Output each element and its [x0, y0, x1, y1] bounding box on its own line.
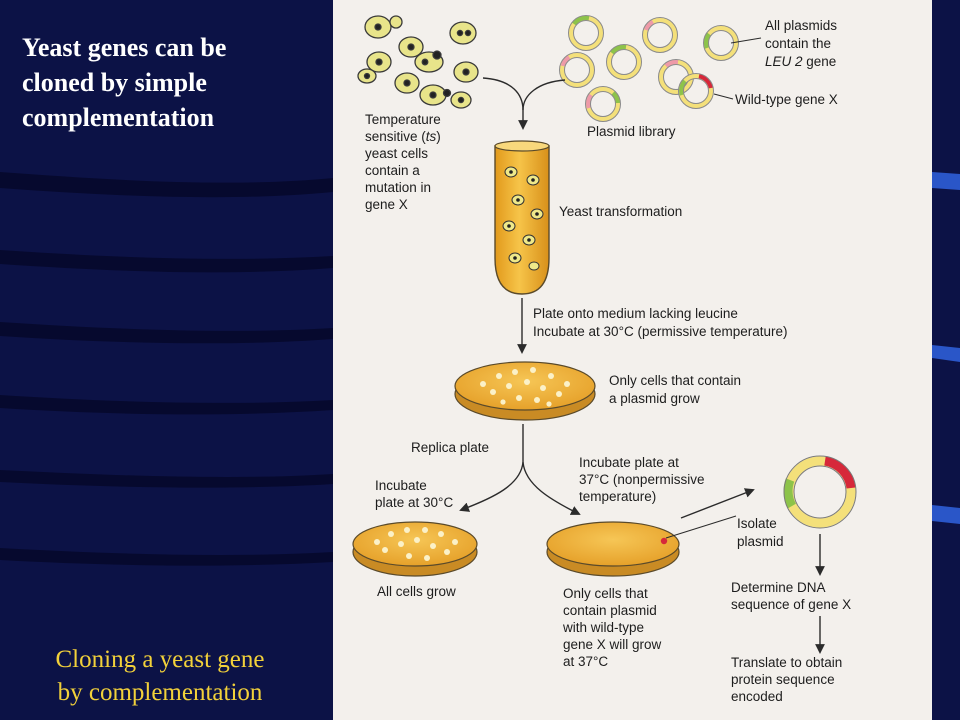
label-incubate30-l2: plate at 30°C — [375, 495, 453, 510]
label-ts-l2: sensitive (ts) — [365, 129, 441, 144]
label-ts-l3: yeast cells — [365, 146, 428, 161]
label-ts-l5: mutation in — [365, 180, 431, 195]
plate-37c — [546, 521, 680, 577]
label-plasmids-l3-italic: LEU 2 — [765, 54, 803, 69]
slide-title: Yeast genes can be cloned by simple comp… — [22, 30, 322, 135]
plasmid — [703, 25, 739, 61]
label-replica: Replica plate — [411, 440, 489, 455]
figure-panel — [333, 0, 932, 720]
background-stripes — [0, 172, 333, 566]
label-plating-l2: Incubate at 30°C (permissive temperature… — [533, 324, 788, 339]
caption-line: Cloning a yeast gene — [55, 646, 265, 673]
label-plasmids-l3-tail: gene — [803, 54, 837, 69]
label-plasmids-l2: contain the — [765, 36, 831, 51]
label-transformation: Yeast transformation — [559, 204, 682, 219]
plasmid — [606, 44, 642, 80]
title-line: Yeast genes can be — [22, 33, 227, 62]
yeast-cell — [394, 72, 420, 94]
plasmid — [559, 52, 595, 88]
label-translate-l1: Translate to obtain — [731, 655, 842, 670]
plasmid — [568, 15, 604, 51]
label-plasmid-library: Plasmid library — [587, 124, 676, 139]
plasmid-wild-type — [678, 73, 714, 109]
yeast-cell — [398, 36, 424, 58]
caption-line: by complementation — [57, 679, 263, 706]
label-all-grow: All cells grow — [377, 584, 456, 599]
label-wildtype-grow-l4: gene X will grow — [563, 637, 662, 652]
converge-arrows — [482, 77, 566, 130]
label-wildtype-grow-l3: with wild-type — [562, 620, 644, 635]
plasmid-library — [559, 15, 739, 122]
plasmid — [642, 17, 678, 53]
master-plate — [454, 361, 596, 421]
title-line: complementation — [22, 103, 215, 132]
wild-type-leader-line — [713, 93, 734, 100]
title-line: cloned by simple — [22, 68, 207, 97]
complementation-diagram: All plasmids contain the LEU 2 gene Wild… — [333, 0, 932, 720]
label-sequence-l1: Determine DNA — [731, 580, 826, 595]
label-ts-l6: gene X — [365, 197, 408, 212]
yeast-cell — [449, 21, 477, 45]
isolated-plasmid — [783, 455, 857, 529]
plasmids-leader-line — [730, 37, 762, 44]
label-ts-l2-head: sensitive ( — [365, 129, 426, 144]
plate-30c — [352, 521, 478, 577]
label-incubate37-l1: Incubate plate at — [579, 455, 679, 470]
label-isolate-l2: plasmid — [737, 534, 784, 549]
label-wild-type: Wild-type gene X — [735, 92, 838, 107]
label-ts-l2-italic: ts — [426, 129, 437, 144]
arrow-to-plasmid — [680, 488, 755, 519]
label-isolate-l1: Isolate — [737, 516, 777, 531]
yeast-cell — [366, 51, 392, 73]
label-incubate37-l3: temperature) — [579, 489, 656, 504]
label-plasmid-grow-l1: Only cells that contain — [609, 373, 741, 388]
label-wildtype-grow-l1: Only cells that — [563, 586, 648, 601]
right-edge-accents — [932, 172, 960, 524]
yeast-cell — [453, 61, 479, 83]
label-ts-l2-tail: ) — [436, 129, 441, 144]
label-wildtype-grow-l2: contain plasmid — [563, 603, 657, 618]
label-plasmids-l1: All plasmids — [765, 18, 837, 33]
label-plasmids-l3: LEU 2 gene — [765, 54, 836, 69]
yeast-cell — [450, 91, 472, 109]
yeast-cell — [364, 15, 403, 39]
test-tube — [494, 140, 550, 295]
colony-leader-line — [665, 515, 737, 539]
slide-caption: Cloning a yeast gene by complementation — [10, 643, 310, 709]
label-translate-l2: protein sequence — [731, 672, 835, 687]
surviving-colony — [660, 537, 668, 545]
label-wildtype-grow-l5: at 37°C — [563, 654, 608, 669]
label-ts-l4: contain a — [365, 163, 420, 178]
label-incubate37-l2: 37°C (nonpermissive — [579, 472, 704, 487]
yeast-cell — [357, 68, 377, 84]
label-sequence-l2: sequence of gene X — [731, 597, 851, 612]
yeast-cells — [357, 15, 479, 109]
replica-arrows — [459, 424, 581, 515]
label-plating-l1: Plate onto medium lacking leucine — [533, 306, 738, 321]
label-incubate30-l1: Incubate — [375, 478, 427, 493]
label-translate-l3: encoded — [731, 689, 783, 704]
yeast-cell — [414, 50, 444, 73]
plasmid — [585, 86, 621, 122]
yeast-cell — [419, 84, 452, 106]
label-ts-l1: Temperature — [365, 112, 441, 127]
label-plasmid-grow-l2: a plasmid grow — [609, 391, 700, 406]
